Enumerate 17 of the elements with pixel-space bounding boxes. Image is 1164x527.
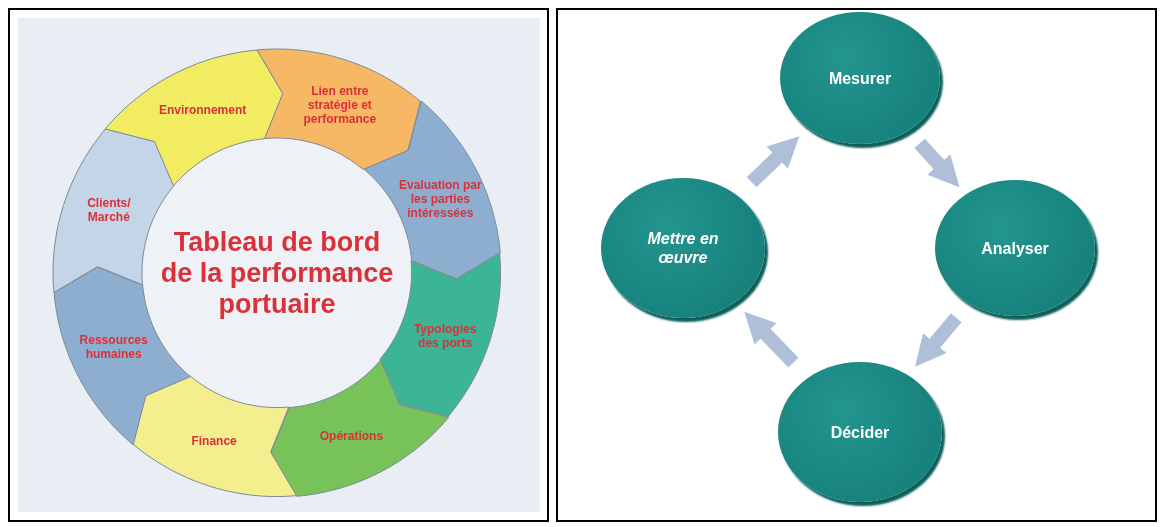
segment-label: Clients/ Marché — [86, 195, 132, 227]
step-label: Mettre en œuvre — [646, 229, 720, 267]
segment-label: Typologies des ports — [412, 320, 478, 352]
center-title: Tableau de bord de la performance portuaire — [159, 226, 395, 320]
block-arrow — [746, 136, 800, 188]
segment-label: Ressources humaines — [78, 332, 149, 364]
segment-label: Opérations — [318, 428, 385, 446]
step-label: Analyser — [980, 238, 1050, 258]
block-arrow — [744, 311, 799, 368]
step-label: Mesurer — [827, 68, 893, 88]
segment-label: Environnement — [160, 101, 245, 119]
segment-label: Lien entre stratégie et performance — [302, 82, 378, 128]
step-label: Décider — [829, 422, 891, 442]
segment-label: Evaluation par les parties intéressées — [398, 176, 483, 222]
block-arrow — [915, 313, 962, 367]
segment-label: Finance — [190, 433, 238, 451]
block-arrow — [914, 138, 960, 188]
